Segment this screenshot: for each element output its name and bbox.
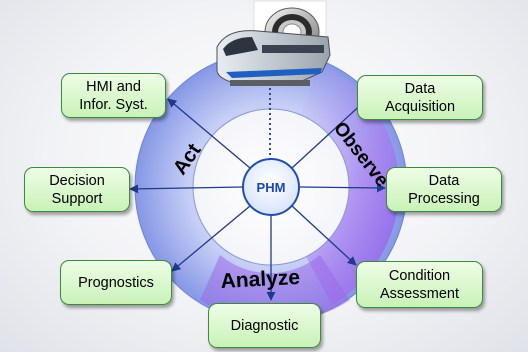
arrow-to-prognostics — [171, 205, 251, 272]
node-data-processing: Data Processing — [386, 167, 502, 212]
node-diagnostic: Diagnostic — [208, 303, 321, 348]
node-decision-support: Decision Support — [24, 167, 130, 212]
phm-hub — [242, 158, 300, 216]
phm-label: PHM — [257, 180, 286, 195]
purple-gradient-band — [300, 65, 400, 305]
arrow-to-hmi — [167, 98, 251, 169]
analyze-label: Analyze — [220, 266, 300, 293]
arrow-to-data-acquisition — [291, 99, 367, 169]
node-data-acquisition: Data Acquisition — [357, 75, 483, 120]
arrow-to-data-processing — [299, 183, 386, 193]
arrow-to-decision-support — [129, 184, 244, 194]
node-hmi: HMI and Infor. Syst. — [61, 73, 166, 118]
arrow-to-condition-assessment — [291, 205, 357, 266]
node-condition-assessment: Condition Assessment — [356, 261, 483, 308]
train-icon — [216, 30, 331, 86]
arrows — [129, 98, 386, 301]
node-prognostics: Prognostics — [60, 260, 172, 305]
